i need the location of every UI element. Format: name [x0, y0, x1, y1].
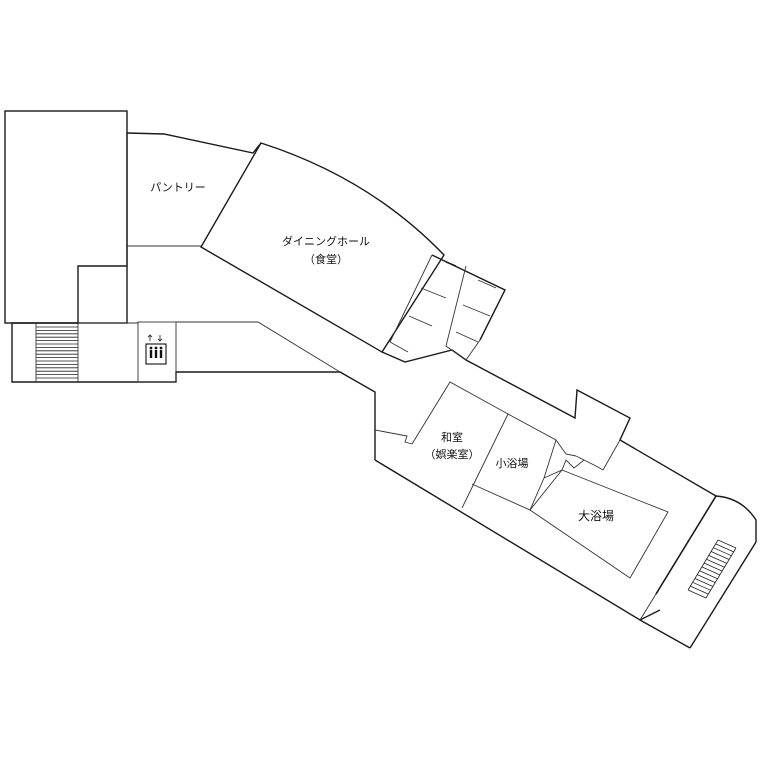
- elevator-hall: [137, 321, 177, 383]
- washitsu-label: 和室: [441, 430, 463, 444]
- stair-tread: [706, 558, 725, 568]
- small-bath-label: 小浴場: [496, 457, 529, 470]
- dining-hall: [200, 142, 445, 353]
- washitsu-room: [411, 381, 509, 509]
- left-block: [4, 110, 128, 324]
- corridor: [78, 321, 341, 373]
- stair-tread: [715, 543, 734, 553]
- building-outline: [11, 132, 757, 649]
- stair-tread: [717, 539, 737, 549]
- entry-notch: [374, 429, 413, 445]
- stair-tread: [690, 585, 709, 595]
- pantry-room: [126, 133, 201, 266]
- bath-partitions: [543, 439, 621, 479]
- stairs-icon: [35, 323, 79, 382]
- stair-tread: [694, 578, 714, 587]
- stair-tread: [713, 547, 732, 557]
- stair-tread: [710, 551, 730, 560]
- stairs-icon: [687, 539, 737, 599]
- stair-tread: [701, 566, 721, 576]
- large-bath-room: [529, 469, 669, 579]
- stair-tread: [708, 555, 727, 564]
- small-rooms-right-of-dining: [389, 254, 497, 361]
- right-stair-tower: [639, 495, 757, 621]
- stair-tread: [699, 570, 718, 580]
- stair-tread: [692, 581, 711, 591]
- elevator-icon: [145, 334, 167, 365]
- large-bath-label: 大浴場: [578, 509, 614, 523]
- stair-tread: [703, 562, 723, 572]
- pantry-label: パントリー: [150, 181, 206, 194]
- stair-tread: [697, 574, 716, 583]
- stair-tread: [687, 589, 707, 599]
- dining-hall-label: ダイニングホール: [282, 234, 370, 248]
- washitsu-sub-label: （娯楽室）: [425, 447, 480, 461]
- dining-hall-sub-label: （食堂）: [304, 252, 348, 266]
